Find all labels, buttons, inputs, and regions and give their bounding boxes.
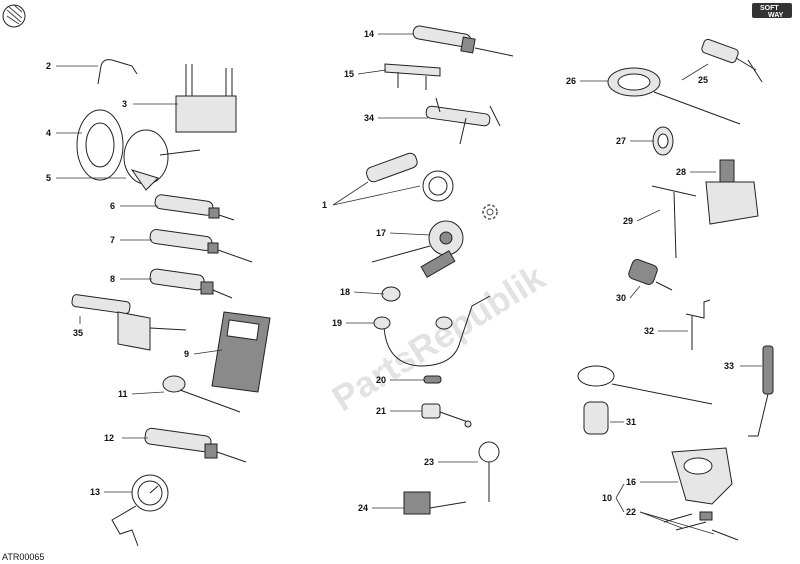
callout-25: 25 [698,75,708,85]
callout-27: 27 [616,136,626,146]
svg-text:SOFT: SOFT [760,5,779,12]
callout-21: 21 [376,406,386,416]
softway-logo: SOFT WAY [752,3,792,19]
callout-12: 12 [104,433,114,443]
tool-30-nut [628,259,673,291]
tool-33-rod [748,345,774,437]
callout-1: 1 [322,200,327,210]
callout-34: 34 [364,113,374,123]
callout-6: 6 [110,201,115,211]
callout-23: 23 [424,457,434,467]
tool-32-bracket [685,299,711,350]
tool-12-pin [144,427,247,463]
tool-20-pin [423,375,442,384]
tool-18-nut [381,286,401,302]
callout-2: 2 [46,61,51,71]
tool-35-puller [71,294,187,351]
tool-26-ring-spanner [607,67,741,125]
tool-2-hook [97,59,138,85]
callout-16: 16 [626,477,636,487]
tool-8-pin [149,268,233,299]
callout-17: 17 [376,228,386,238]
tool-29-tbar [651,185,697,259]
tool-6-pin [154,194,235,221]
tool-27-bush [652,126,674,156]
watermark: PartsRepublik [325,256,553,420]
tool-25-tbar [701,38,763,83]
callout-3: 3 [122,99,127,109]
tool-11-spanner [162,375,241,413]
tool-13-dial-gauge [111,474,169,547]
callout-28: 28 [676,167,686,177]
tool-21-clamp [421,403,472,428]
tool-1-bearing-tool [366,152,454,202]
callout-24: 24 [358,503,368,513]
callout-35: 35 [73,328,83,338]
callout-11: 11 [118,389,128,399]
callout-8: 8 [110,274,115,284]
svg-text:WAY: WAY [768,12,784,19]
callout-26: 26 [566,76,576,86]
tool-17-flywheel-puller [371,220,464,278]
callout-5: 5 [46,173,51,183]
corner-badge [2,4,26,28]
tool-5-degree-disc [123,129,201,191]
tool-4-degree-wheel [76,109,124,181]
callout-32: 32 [644,326,654,336]
callout-13: 13 [90,487,100,497]
drawing-code: ATR00065 [2,552,44,562]
tool-22-screws [663,511,739,541]
callout-14: 14 [364,29,374,39]
callout-15: 15 [344,69,354,79]
callout-33: 33 [724,361,734,371]
callout-29: 29 [623,216,633,226]
callout-labels: 2 3 4 5 6 7 8 35 9 11 12 13 14 15 34 1 1… [46,29,734,517]
tool-14-rod [412,25,514,57]
callout-30: 30 [616,293,626,303]
gear-icon [482,204,498,220]
callout-19: 19 [332,318,342,328]
tool-31-spanner [577,365,713,435]
callout-22: 22 [626,507,636,517]
tool-9-meter [211,311,271,393]
leader-lines [56,33,762,535]
callout-7: 7 [110,235,115,245]
tool-34-cross-tool [425,97,501,145]
tool-16-housing [671,447,733,505]
callout-18: 18 [340,287,350,297]
tool-3-bracket [175,64,237,133]
callout-4: 4 [46,128,51,138]
callout-20: 20 [376,375,386,385]
callout-31: 31 [626,417,636,427]
callout-10: 10 [602,493,612,503]
tool-23-pressure-gauge [478,441,500,502]
tool-19-c-frame [373,295,491,367]
tool-28-holder [705,159,759,225]
tool-7-pin [149,229,253,263]
callout-9: 9 [184,349,189,359]
tool-24-bracket [403,491,467,515]
tool-15-plate [384,63,441,90]
